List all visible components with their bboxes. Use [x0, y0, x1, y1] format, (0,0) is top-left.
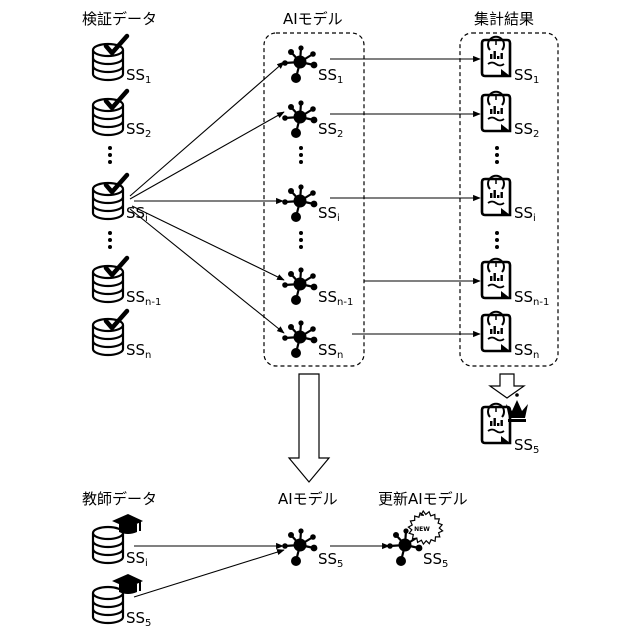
ss-label: SS5 — [318, 550, 343, 570]
ss-label: SS1 — [514, 66, 539, 86]
aggregate-arrows — [330, 59, 480, 334]
ss-label: SSn-1 — [126, 288, 161, 308]
ss-label: SSi — [514, 204, 536, 224]
training-arrows — [134, 546, 389, 597]
database-check-icon — [93, 36, 127, 80]
database-check-icon — [93, 311, 127, 355]
new-badge-text: NEW — [414, 526, 430, 533]
ss-label: SSn — [126, 341, 151, 361]
header-ai-model: AIモデル — [283, 10, 343, 28]
down-arrow-large — [289, 374, 329, 482]
report-document-icon — [482, 312, 510, 351]
ss-label: SS5 — [126, 609, 151, 629]
evaluation-arrows — [130, 62, 284, 333]
header-ai-model-bottom: AIモデル — [278, 490, 338, 508]
new-badge-icon: NEW — [408, 511, 442, 544]
report-document-icon — [482, 92, 510, 131]
network-node-icon — [282, 528, 317, 566]
down-arrow-small — [490, 374, 524, 398]
header-updated-model: 更新AIモデル — [378, 490, 468, 508]
ss-label: SSn — [318, 341, 343, 361]
ss-label: SS1 — [318, 66, 343, 86]
report-document-icon — [482, 37, 510, 76]
header-teacher-data: 教師データ — [82, 490, 157, 508]
report-document-icon — [482, 404, 510, 443]
network-node-icon — [282, 100, 317, 138]
header-validation-data: 検証データ — [82, 10, 157, 28]
network-node-icon — [282, 320, 317, 358]
ss-label: SS5 — [423, 550, 448, 570]
database-check-icon — [93, 91, 127, 135]
database-check-icon — [93, 258, 127, 302]
network-node-icon — [282, 45, 317, 83]
ss-label: SSi — [318, 204, 340, 224]
database-check-icon — [93, 175, 127, 219]
ss-label: SS1 — [126, 66, 151, 86]
report-document-icon — [482, 176, 510, 215]
network-node-icon — [282, 184, 317, 222]
ss-label: SS2 — [318, 120, 343, 140]
header-aggregate: 集計結果 — [474, 10, 534, 28]
network-node-icon — [282, 267, 317, 305]
ss-label: SSi — [126, 549, 148, 569]
ss-label: SSn — [514, 341, 539, 361]
ss-label: SSn-1 — [514, 288, 549, 308]
report-document-icon — [482, 259, 510, 298]
ss-label: SS2 — [514, 120, 539, 140]
ss-label: SS5 — [514, 436, 539, 456]
ai-model-group-box — [264, 33, 364, 366]
ss-label: SSn-1 — [318, 288, 353, 308]
ss-label: SS2 — [126, 120, 151, 140]
